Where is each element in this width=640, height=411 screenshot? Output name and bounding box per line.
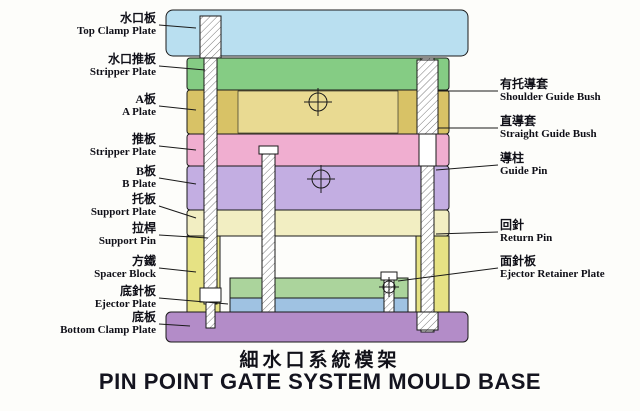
label-stripper-plate-upper-en: Stripper Plate bbox=[89, 66, 156, 78]
label-ejector-plate-en: Ejector Plate bbox=[94, 298, 156, 310]
label-stripper-plate-lower: 推板 Stripper Plate bbox=[0, 133, 156, 159]
label-guide-pin-zh: 導柱 bbox=[500, 151, 525, 165]
label-straight-guide-bush-zh: 直導套 bbox=[500, 114, 537, 128]
label-b-plate-zh: B板 bbox=[135, 164, 156, 178]
label-support-pin-zh: 拉桿 bbox=[131, 221, 156, 235]
label-return-pin-en: Return Pin bbox=[500, 232, 553, 244]
label-top-clamp-plate: 水口板 Top Clamp Plate bbox=[0, 12, 156, 38]
crosshair-mark-lower bbox=[307, 165, 335, 193]
label-stripper-plate-lower-en: Stripper Plate bbox=[89, 146, 156, 158]
label-shoulder-guide-bush-en: Shoulder Guide Bush bbox=[500, 91, 601, 103]
label-guide-pin: 導柱 Guide Pin bbox=[500, 152, 638, 178]
label-top-clamp-plate-zh: 水口板 bbox=[119, 11, 156, 25]
label-return-pin-zh: 回針 bbox=[500, 218, 525, 232]
stripper-plate-lower-shape bbox=[186, 133, 450, 167]
support-pin-shaft bbox=[261, 153, 276, 313]
label-bottom-clamp-plate-en: Bottom Clamp Plate bbox=[60, 324, 156, 336]
label-ejector-plate-zh: 底針板 bbox=[119, 284, 156, 298]
bottom-clamp-plate-shape bbox=[165, 311, 469, 343]
right-pin-foot bbox=[416, 311, 439, 331]
label-bottom-clamp-plate-zh: 底板 bbox=[131, 310, 156, 324]
label-shoulder-guide-bush-zh: 有托導套 bbox=[500, 77, 549, 91]
support-pin-head bbox=[258, 145, 279, 155]
ejector-retainer-plate-shape bbox=[229, 277, 409, 299]
crosshair-mark-upper bbox=[304, 88, 332, 116]
left-guide-pin-head bbox=[199, 15, 222, 59]
label-b-plate-en: B Plate bbox=[122, 178, 156, 190]
leader-lines-left bbox=[158, 24, 229, 327]
shoulder-guide-bush-shape bbox=[416, 59, 439, 135]
label-shoulder-guide-bush: 有托導套 Shoulder Guide Bush bbox=[500, 78, 638, 104]
label-straight-guide-bush-en: Straight Guide Bush bbox=[500, 128, 597, 140]
label-ejector-retainer-plate: 面針板 Ejector Retainer Plate bbox=[500, 255, 638, 281]
label-support-pin-en: Support Pin bbox=[98, 235, 156, 247]
leader-lines-right bbox=[397, 90, 499, 282]
label-spacer-block-zh: 方鐵 bbox=[131, 254, 156, 268]
title-chinese: 細水口系統模架 bbox=[239, 350, 401, 371]
label-bottom-clamp-plate: 底板 Bottom Clamp Plate bbox=[0, 311, 156, 337]
label-spacer-block: 方鐵 Spacer Block bbox=[0, 255, 156, 281]
label-support-plate-en: Support Plate bbox=[90, 206, 156, 218]
label-support-pin: 拉桿 Support Pin bbox=[0, 222, 156, 248]
label-ejector-plate: 底針板 Ejector Plate bbox=[0, 285, 156, 311]
label-stripper-plate-lower-zh: 推板 bbox=[131, 132, 156, 146]
label-stripper-plate-upper-zh: 水口推板 bbox=[107, 52, 156, 66]
left-pin-foot bbox=[199, 287, 222, 303]
label-guide-pin-en: Guide Pin bbox=[500, 165, 548, 177]
left-guide-pin-shaft bbox=[203, 15, 218, 305]
label-return-pin: 回針 Return Pin bbox=[500, 219, 638, 245]
crosshair-mark-small bbox=[379, 277, 399, 297]
top-clamp-plate-shape bbox=[165, 9, 469, 57]
label-a-plate: A板 A Plate bbox=[0, 93, 156, 119]
label-top-clamp-plate-en: Top Clamp Plate bbox=[76, 25, 156, 37]
label-ejector-retainer-plate-zh: 面針板 bbox=[500, 254, 537, 268]
label-b-plate: B板 B Plate bbox=[0, 165, 156, 191]
straight-guide-bush-shape bbox=[418, 133, 437, 167]
label-straight-guide-bush: 直導套 Straight Guide Bush bbox=[500, 115, 638, 141]
support-plate-shape bbox=[186, 209, 450, 237]
label-support-plate-zh: 托板 bbox=[131, 192, 156, 206]
stripper-plate-upper-shape bbox=[186, 57, 450, 91]
label-stripper-plate-upper: 水口推板 Stripper Plate bbox=[0, 53, 156, 79]
label-ejector-retainer-plate-en: Ejector Retainer Plate bbox=[500, 268, 605, 280]
label-spacer-block-en: Spacer Block bbox=[94, 268, 156, 280]
title-english: PIN POINT GATE SYSTEM MOULD BASE bbox=[98, 369, 542, 394]
left-bottom-screw bbox=[205, 301, 216, 329]
label-a-plate-zh: A板 bbox=[135, 92, 156, 106]
label-a-plate-en: A Plate bbox=[122, 106, 156, 118]
label-support-plate: 托板 Support Plate bbox=[0, 193, 156, 219]
